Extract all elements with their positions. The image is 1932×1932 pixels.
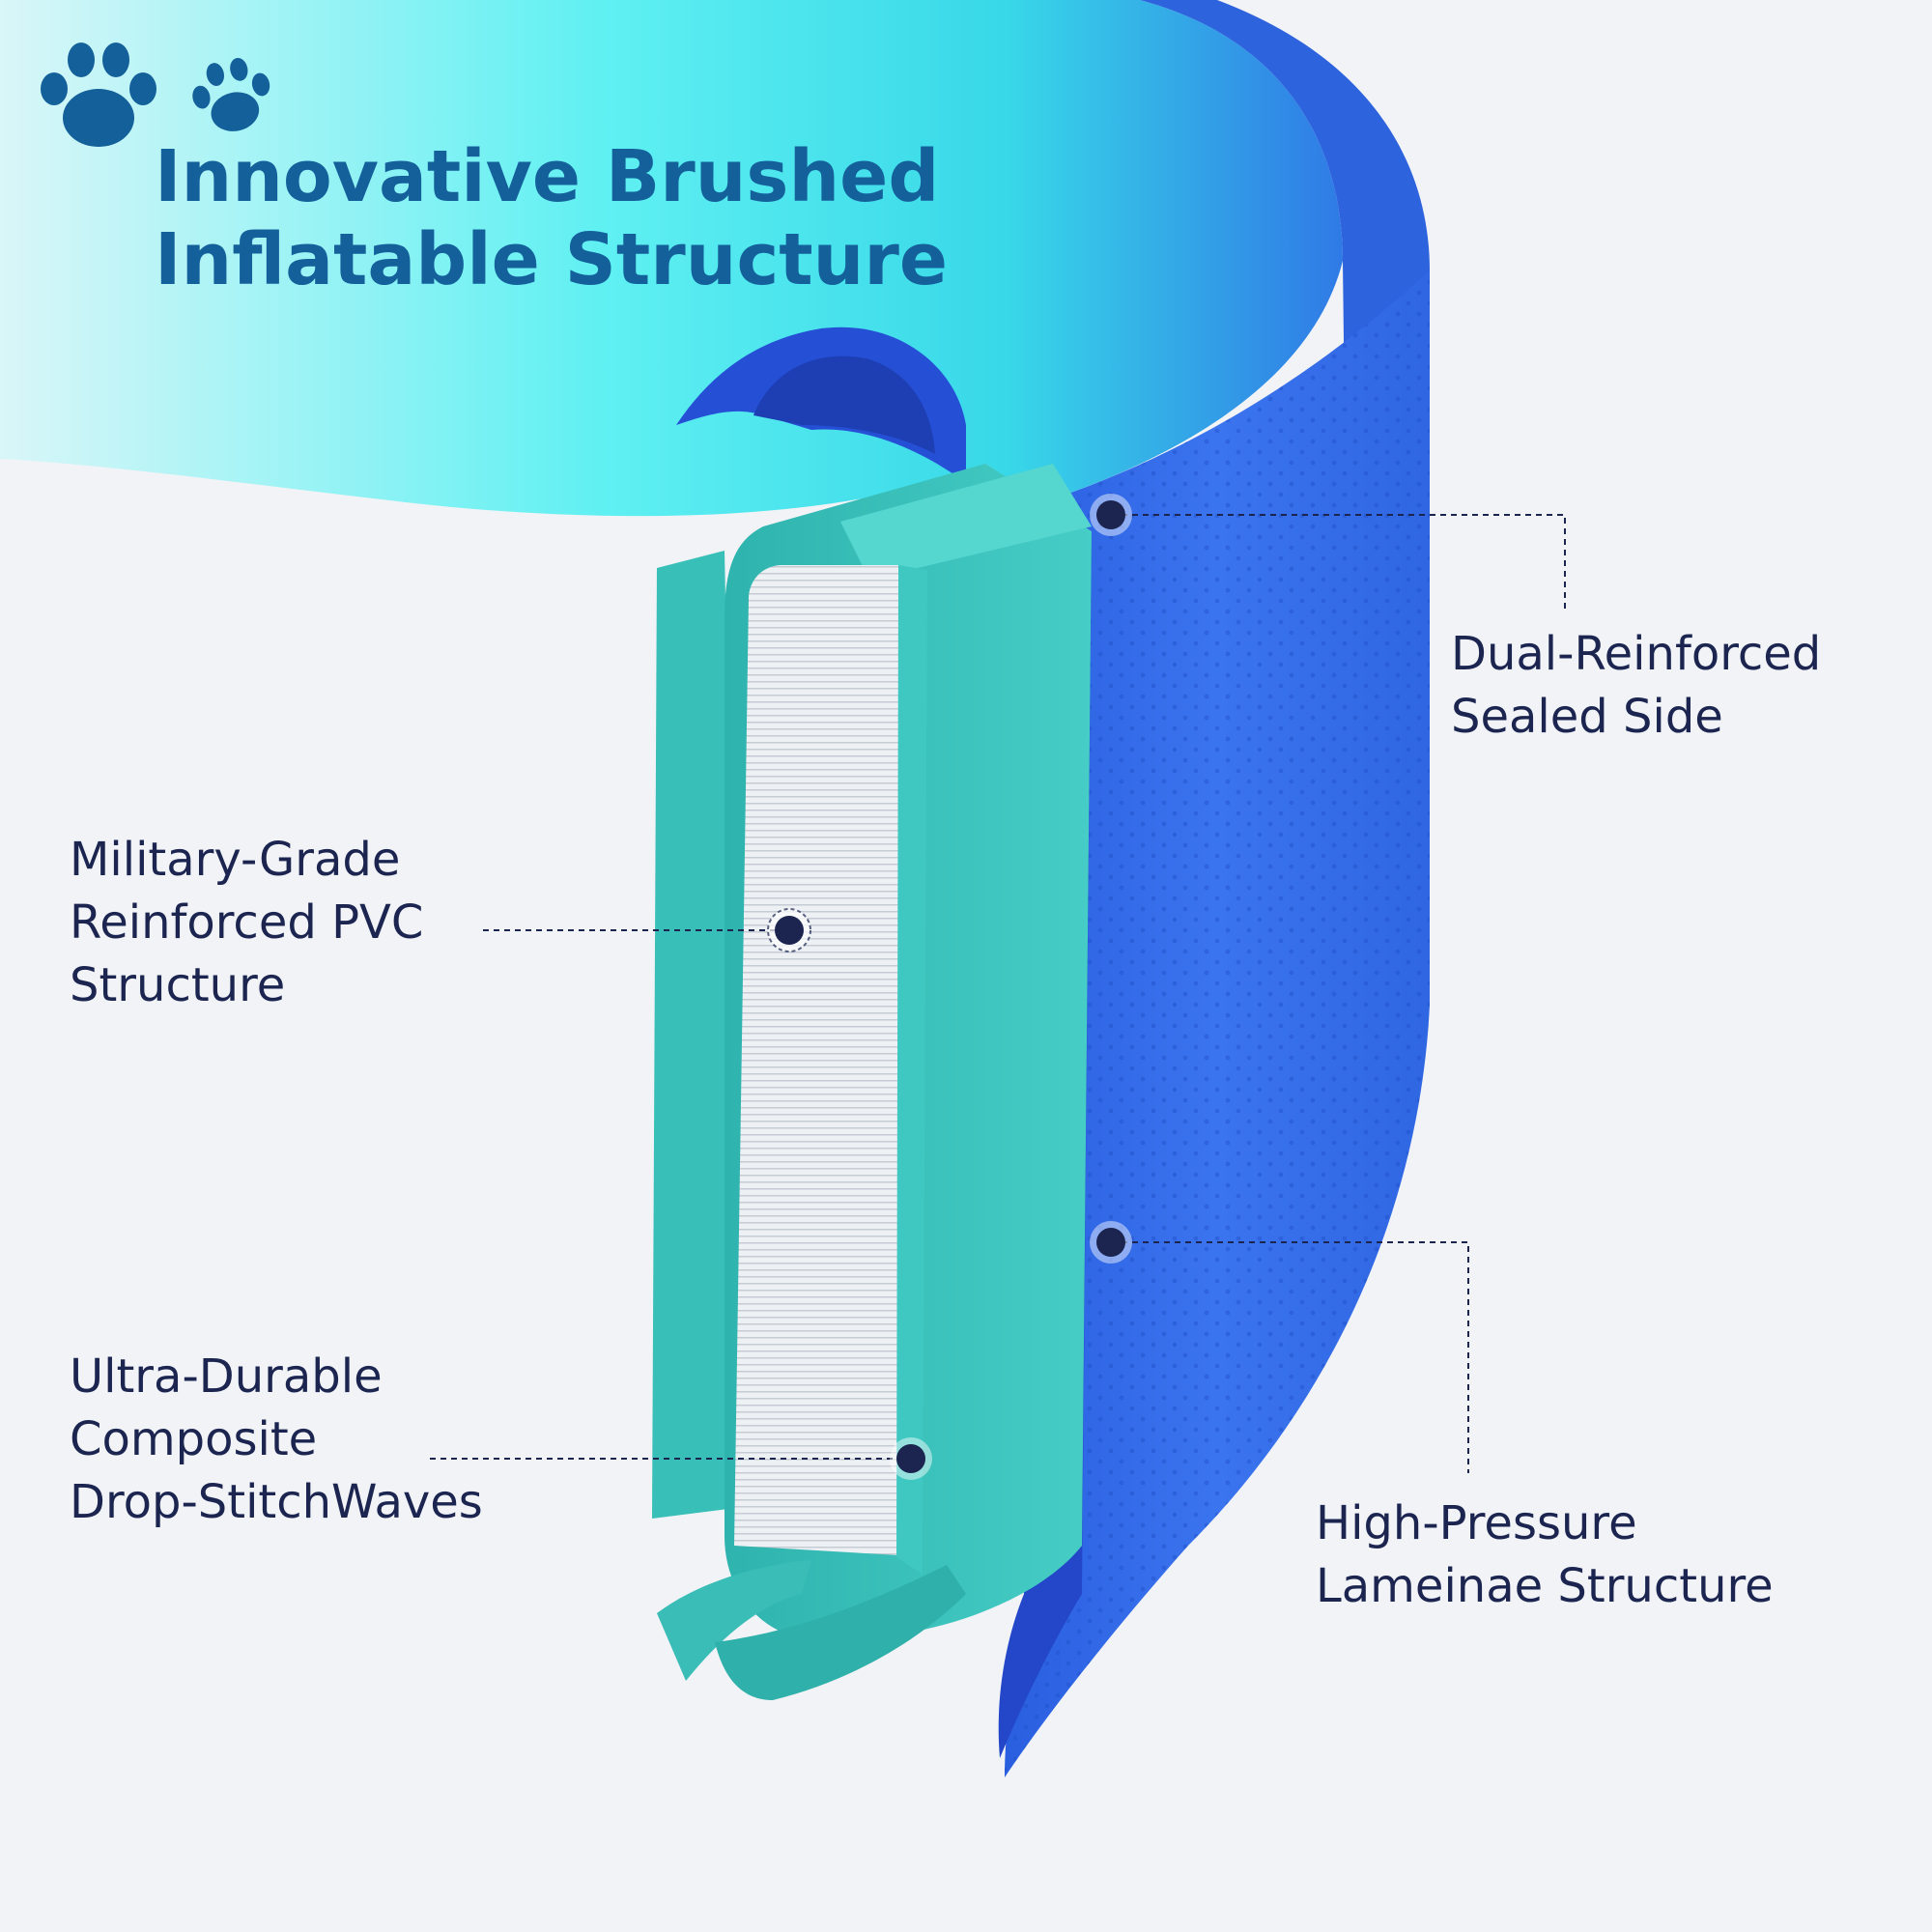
callout-text: Composite	[70, 1412, 318, 1466]
drop-stitch-core	[734, 565, 898, 1555]
callout-text: Drop-StitchWaves	[70, 1475, 483, 1529]
callout-text: Dual-Reinforced	[1451, 627, 1822, 681]
callout-text: Reinforced PVC	[70, 895, 424, 950]
callout-military-grade: Military-Grade Reinforced PVC Structure	[70, 829, 423, 1017]
callout-dot-drop	[890, 1437, 932, 1480]
teal-backing-sheet	[652, 551, 744, 1519]
leader-line-hp	[1111, 1241, 1469, 1473]
bottom-curl-left	[657, 1560, 811, 1681]
callout-text: Structure	[70, 958, 286, 1012]
page-title: Innovative Brushed Inflatable Structure	[155, 135, 948, 301]
ring-top-surface	[0, 0, 1343, 517]
outer-wall-texture	[1005, 270, 1430, 1777]
paw-print-icon	[41, 43, 156, 147]
leader-line-dual	[1111, 514, 1566, 609]
callout-text: Lameinae Structure	[1316, 1559, 1774, 1613]
callout-high-pressure: High-Pressure Lameinae Structure	[1316, 1492, 1774, 1618]
callout-text: High-Pressure	[1316, 1496, 1637, 1550]
cut-flap-inner	[753, 355, 935, 454]
callout-dot-dual	[1090, 494, 1132, 536]
teal-tube-highlight	[840, 464, 1092, 580]
title-line-1: Innovative Brushed	[155, 135, 940, 218]
callout-dot-pvc	[767, 908, 811, 952]
core-inner-edge	[896, 565, 927, 1575]
bottom-curl-right	[715, 1565, 966, 1700]
title-line-2: Inflatable Structure	[155, 218, 949, 301]
callout-text: Ultra-Durable	[70, 1350, 383, 1404]
callout-dual-reinforced: Dual-Reinforced Sealed Side	[1451, 623, 1821, 749]
callout-text: Military-Grade	[70, 833, 401, 887]
paw-print-icon	[192, 57, 270, 131]
callout-text: Sealed Side	[1451, 690, 1723, 744]
callout-drop-stitch: Ultra-Durable Composite Drop-StitchWaves	[70, 1346, 483, 1534]
callout-dot-hp	[1090, 1221, 1132, 1264]
